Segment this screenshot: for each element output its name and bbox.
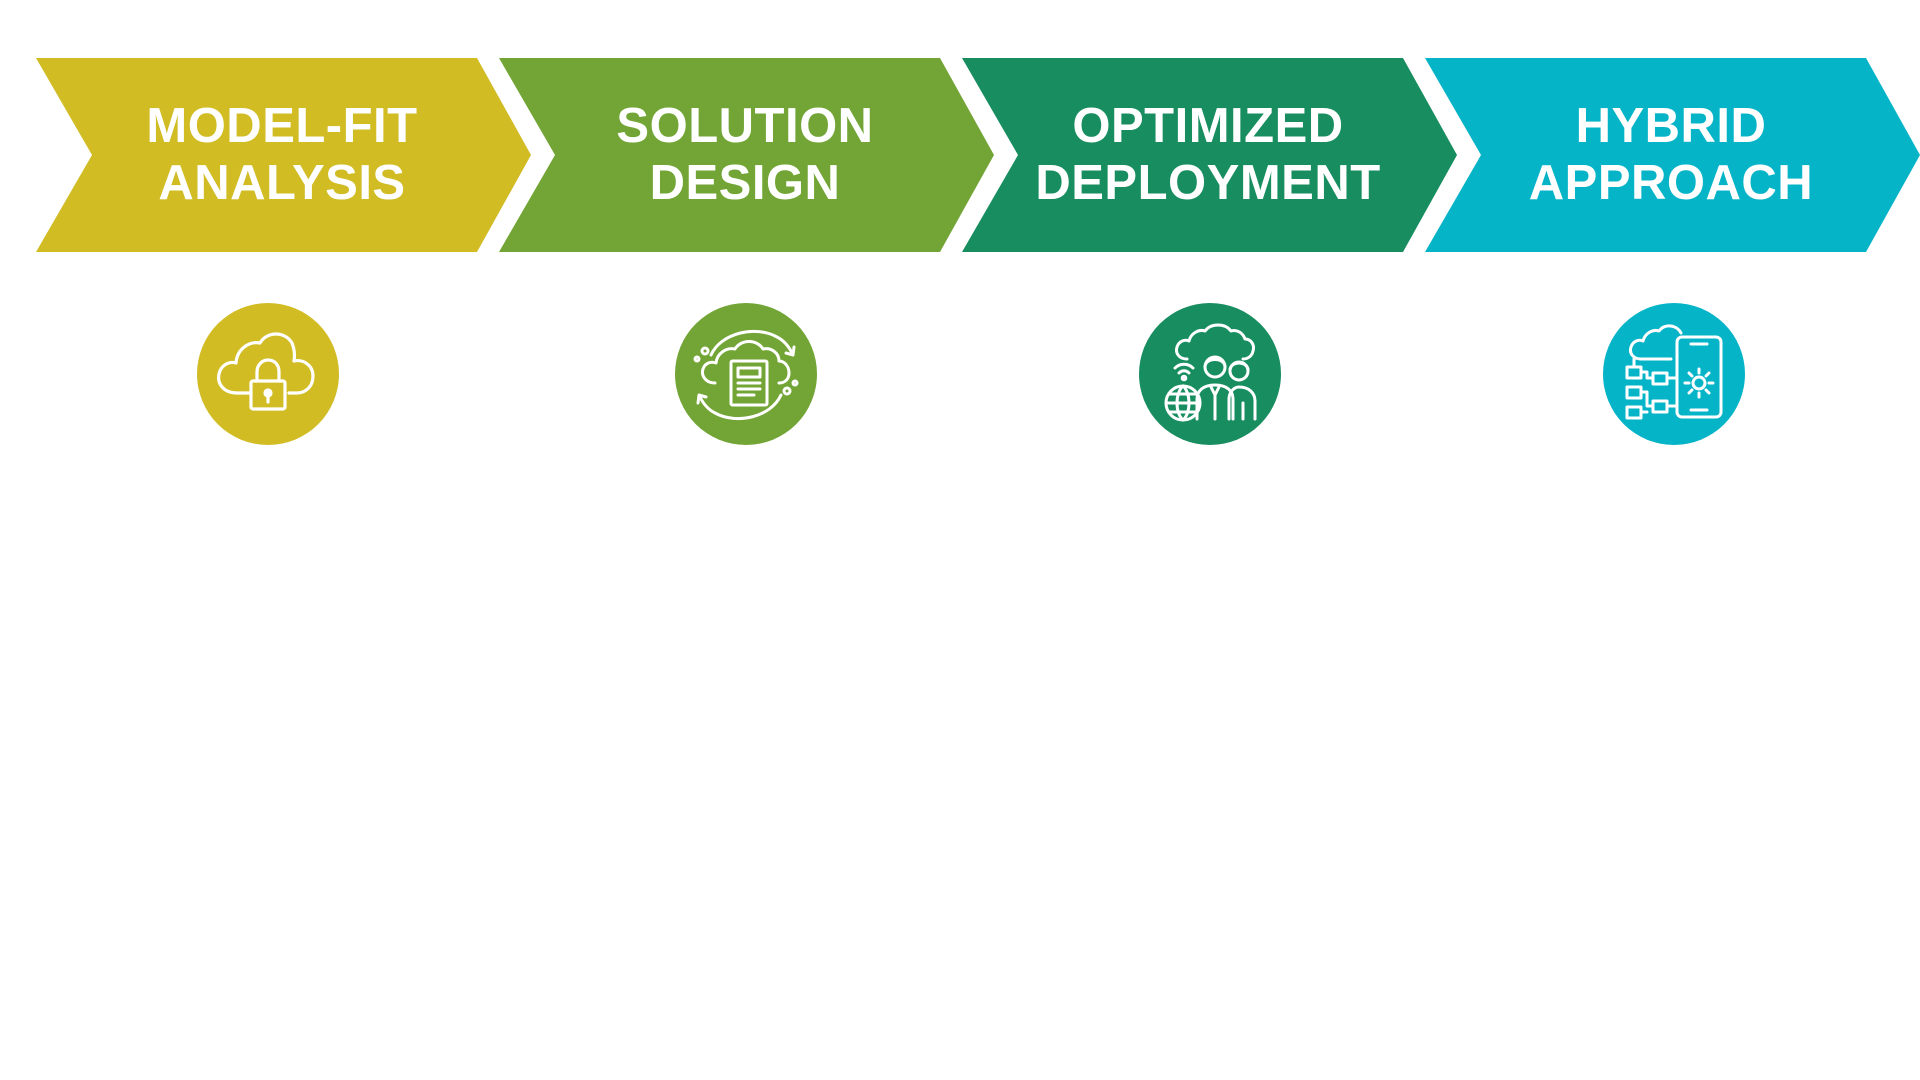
step-title-line1: MODEL-FIT xyxy=(146,99,418,153)
step-title-optimized-deployment: OPTIMIZED DEPLOYMENT xyxy=(1018,58,1398,252)
step-title-line1: HYBRID xyxy=(1575,99,1767,153)
step-title-hybrid-approach: HYBRID APPROACH xyxy=(1481,58,1861,252)
step-solution-design: SOLUTION DESIGN xyxy=(499,58,999,252)
chevron-arrow-optimized-deployment xyxy=(962,58,1457,252)
step-title-line2: APPROACH xyxy=(1528,156,1814,210)
cloud-document-sync-icon xyxy=(675,303,817,445)
step-title-line2: DESIGN xyxy=(649,156,841,210)
step-model-fit-analysis: MODEL-FIT ANALYSIS xyxy=(36,58,536,252)
chevron-arrow-model-fit-analysis xyxy=(36,58,531,252)
step-hybrid-approach: HYBRID APPROACH xyxy=(1425,58,1920,252)
chevron-arrow-solution-design xyxy=(499,58,994,252)
step-optimized-deployment: OPTIMIZED DEPLOYMENT xyxy=(962,58,1462,252)
cloud-mobile-network-icon xyxy=(1603,303,1745,445)
chevron-arrow-hybrid-approach xyxy=(1425,58,1920,252)
step-title-line2: ANALYSIS xyxy=(158,156,406,210)
step-title-model-fit-analysis: MODEL-FIT ANALYSIS xyxy=(92,58,472,252)
cloud-team-globe-icon xyxy=(1139,303,1281,445)
step-title-line2: DEPLOYMENT xyxy=(1035,156,1381,210)
step-title-line1: SOLUTION xyxy=(616,99,874,153)
step-title-line1: OPTIMIZED xyxy=(1072,99,1344,153)
step-title-solution-design: SOLUTION DESIGN xyxy=(555,58,935,252)
cloud-lock-icon xyxy=(197,303,339,445)
